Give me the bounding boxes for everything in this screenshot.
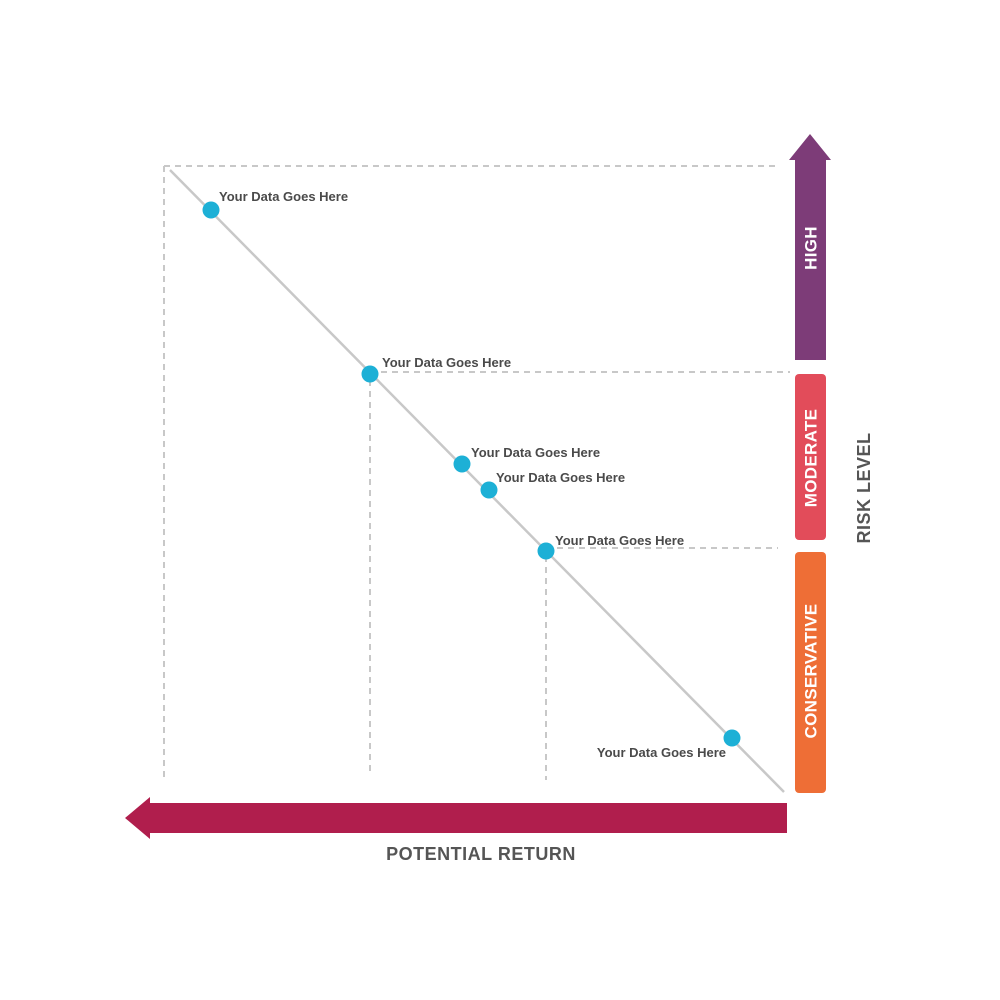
band-conservative-label: CONSERVATIVE: [802, 604, 821, 739]
guide-lines: [163, 165, 790, 780]
trend-line: [169, 169, 785, 793]
data-point-label: Your Data Goes Here: [597, 745, 726, 760]
data-point-label: Your Data Goes Here: [471, 445, 600, 460]
data-point-label: Your Data Goes Here: [382, 355, 511, 370]
data-point: [453, 455, 471, 473]
risk-level-axis-label: RISK LEVEL: [854, 432, 874, 543]
band-high-label: HIGH: [802, 226, 821, 270]
data-points: Your Data Goes Here Your Data Goes Here …: [202, 189, 741, 760]
band-high-arrow: [789, 134, 831, 360]
data-point-label: Your Data Goes Here: [496, 470, 625, 485]
data-point: [537, 542, 555, 560]
potential-return-arrow: [125, 797, 787, 839]
risk-bands: HIGH MODERATE CONSERVATIVE: [789, 134, 831, 793]
data-point: [361, 365, 379, 383]
data-point: [202, 201, 220, 219]
band-moderate-label: MODERATE: [802, 409, 821, 507]
data-point-label: Your Data Goes Here: [555, 533, 684, 548]
data-point-label: Your Data Goes Here: [219, 189, 348, 204]
potential-return-axis-label: POTENTIAL RETURN: [386, 844, 576, 864]
data-point: [723, 729, 741, 747]
data-point: [480, 481, 498, 499]
band-conservative: [795, 552, 826, 793]
band-moderate: [795, 374, 826, 540]
